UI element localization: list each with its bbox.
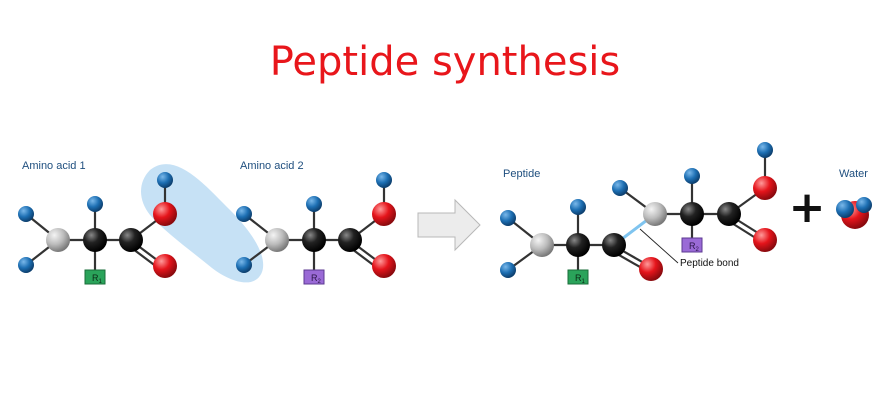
- hydrogen-atom: [236, 257, 252, 273]
- r2-side-chain: [303, 269, 325, 285]
- r1-label: R1: [92, 273, 103, 285]
- carbonyl-carbon-atom: [717, 202, 741, 226]
- water-removal-highlight: [141, 164, 264, 283]
- water-label: Water: [839, 168, 868, 180]
- water-hydrogen-atom: [836, 200, 854, 218]
- carbonyl-oxygen-atom: [753, 228, 777, 252]
- r2-label: R2: [311, 273, 322, 285]
- nitrogen-atom: [46, 228, 70, 252]
- amino-acid-1-atoms: [18, 172, 177, 285]
- hydrogen-atom: [570, 199, 586, 215]
- hydroxyl-oxygen-atom: [753, 176, 777, 200]
- hydroxyl-hydrogen-atom: [157, 172, 173, 188]
- hydrogen-atom: [612, 180, 628, 196]
- hydrogen-atom: [500, 262, 516, 278]
- hydrogen-atom: [684, 168, 700, 184]
- reaction-arrow: [417, 198, 481, 252]
- hydrogen-atom: [500, 210, 516, 226]
- hydroxyl-oxygen-atom: [153, 202, 177, 226]
- alpha-carbon-atom: [680, 202, 704, 226]
- hydrogen-atom: [306, 196, 322, 212]
- nitrogen-atom: [265, 228, 289, 252]
- carbonyl-carbon-atom: [119, 228, 143, 252]
- r1-label: R1: [575, 273, 586, 285]
- amino-acid-2-atoms: [236, 172, 396, 285]
- peptide-atoms: [500, 142, 777, 285]
- hydrogen-atom: [236, 206, 252, 222]
- hydroxyl-oxygen-atom: [372, 202, 396, 226]
- water-molecule: [836, 197, 872, 229]
- r2-side-chain: [681, 237, 703, 253]
- page-title: Peptide synthesis: [269, 39, 621, 85]
- alpha-carbon-atom: [302, 228, 326, 252]
- carbonyl-carbon-atom: [602, 233, 626, 257]
- peptide-bond-label: Peptide bond: [680, 258, 739, 269]
- nitrogen-atom: [643, 202, 667, 226]
- amino-acid-1-label: Amino acid 1: [22, 160, 86, 172]
- alpha-carbon-atom: [566, 233, 590, 257]
- carbonyl-carbon-atom: [338, 228, 362, 252]
- r2-label: R2: [689, 241, 700, 253]
- hydrogen-atom: [87, 196, 103, 212]
- amino-acid-2-molecule: [243, 180, 386, 272]
- hydrogen-atom: [18, 206, 34, 222]
- amino-acid-2-label: Amino acid 2: [240, 160, 304, 172]
- r1-side-chain: [567, 269, 589, 285]
- water-hydrogen-atom: [856, 197, 872, 213]
- hydroxyl-hydrogen-atom: [757, 142, 773, 158]
- carbonyl-oxygen-atom: [372, 254, 396, 278]
- alpha-carbon-atom: [83, 228, 107, 252]
- peptide-bond-pointer: [639, 228, 679, 264]
- r1-side-chain: [84, 269, 106, 285]
- hydroxyl-hydrogen-atom: [376, 172, 392, 188]
- hydrogen-atom: [18, 257, 34, 273]
- carbonyl-oxygen-atom: [639, 257, 663, 281]
- nitrogen-atom: [530, 233, 554, 257]
- carbonyl-oxygen-atom: [153, 254, 177, 278]
- peptide-label: Peptide: [503, 168, 541, 180]
- plus-sign: +: [789, 182, 826, 233]
